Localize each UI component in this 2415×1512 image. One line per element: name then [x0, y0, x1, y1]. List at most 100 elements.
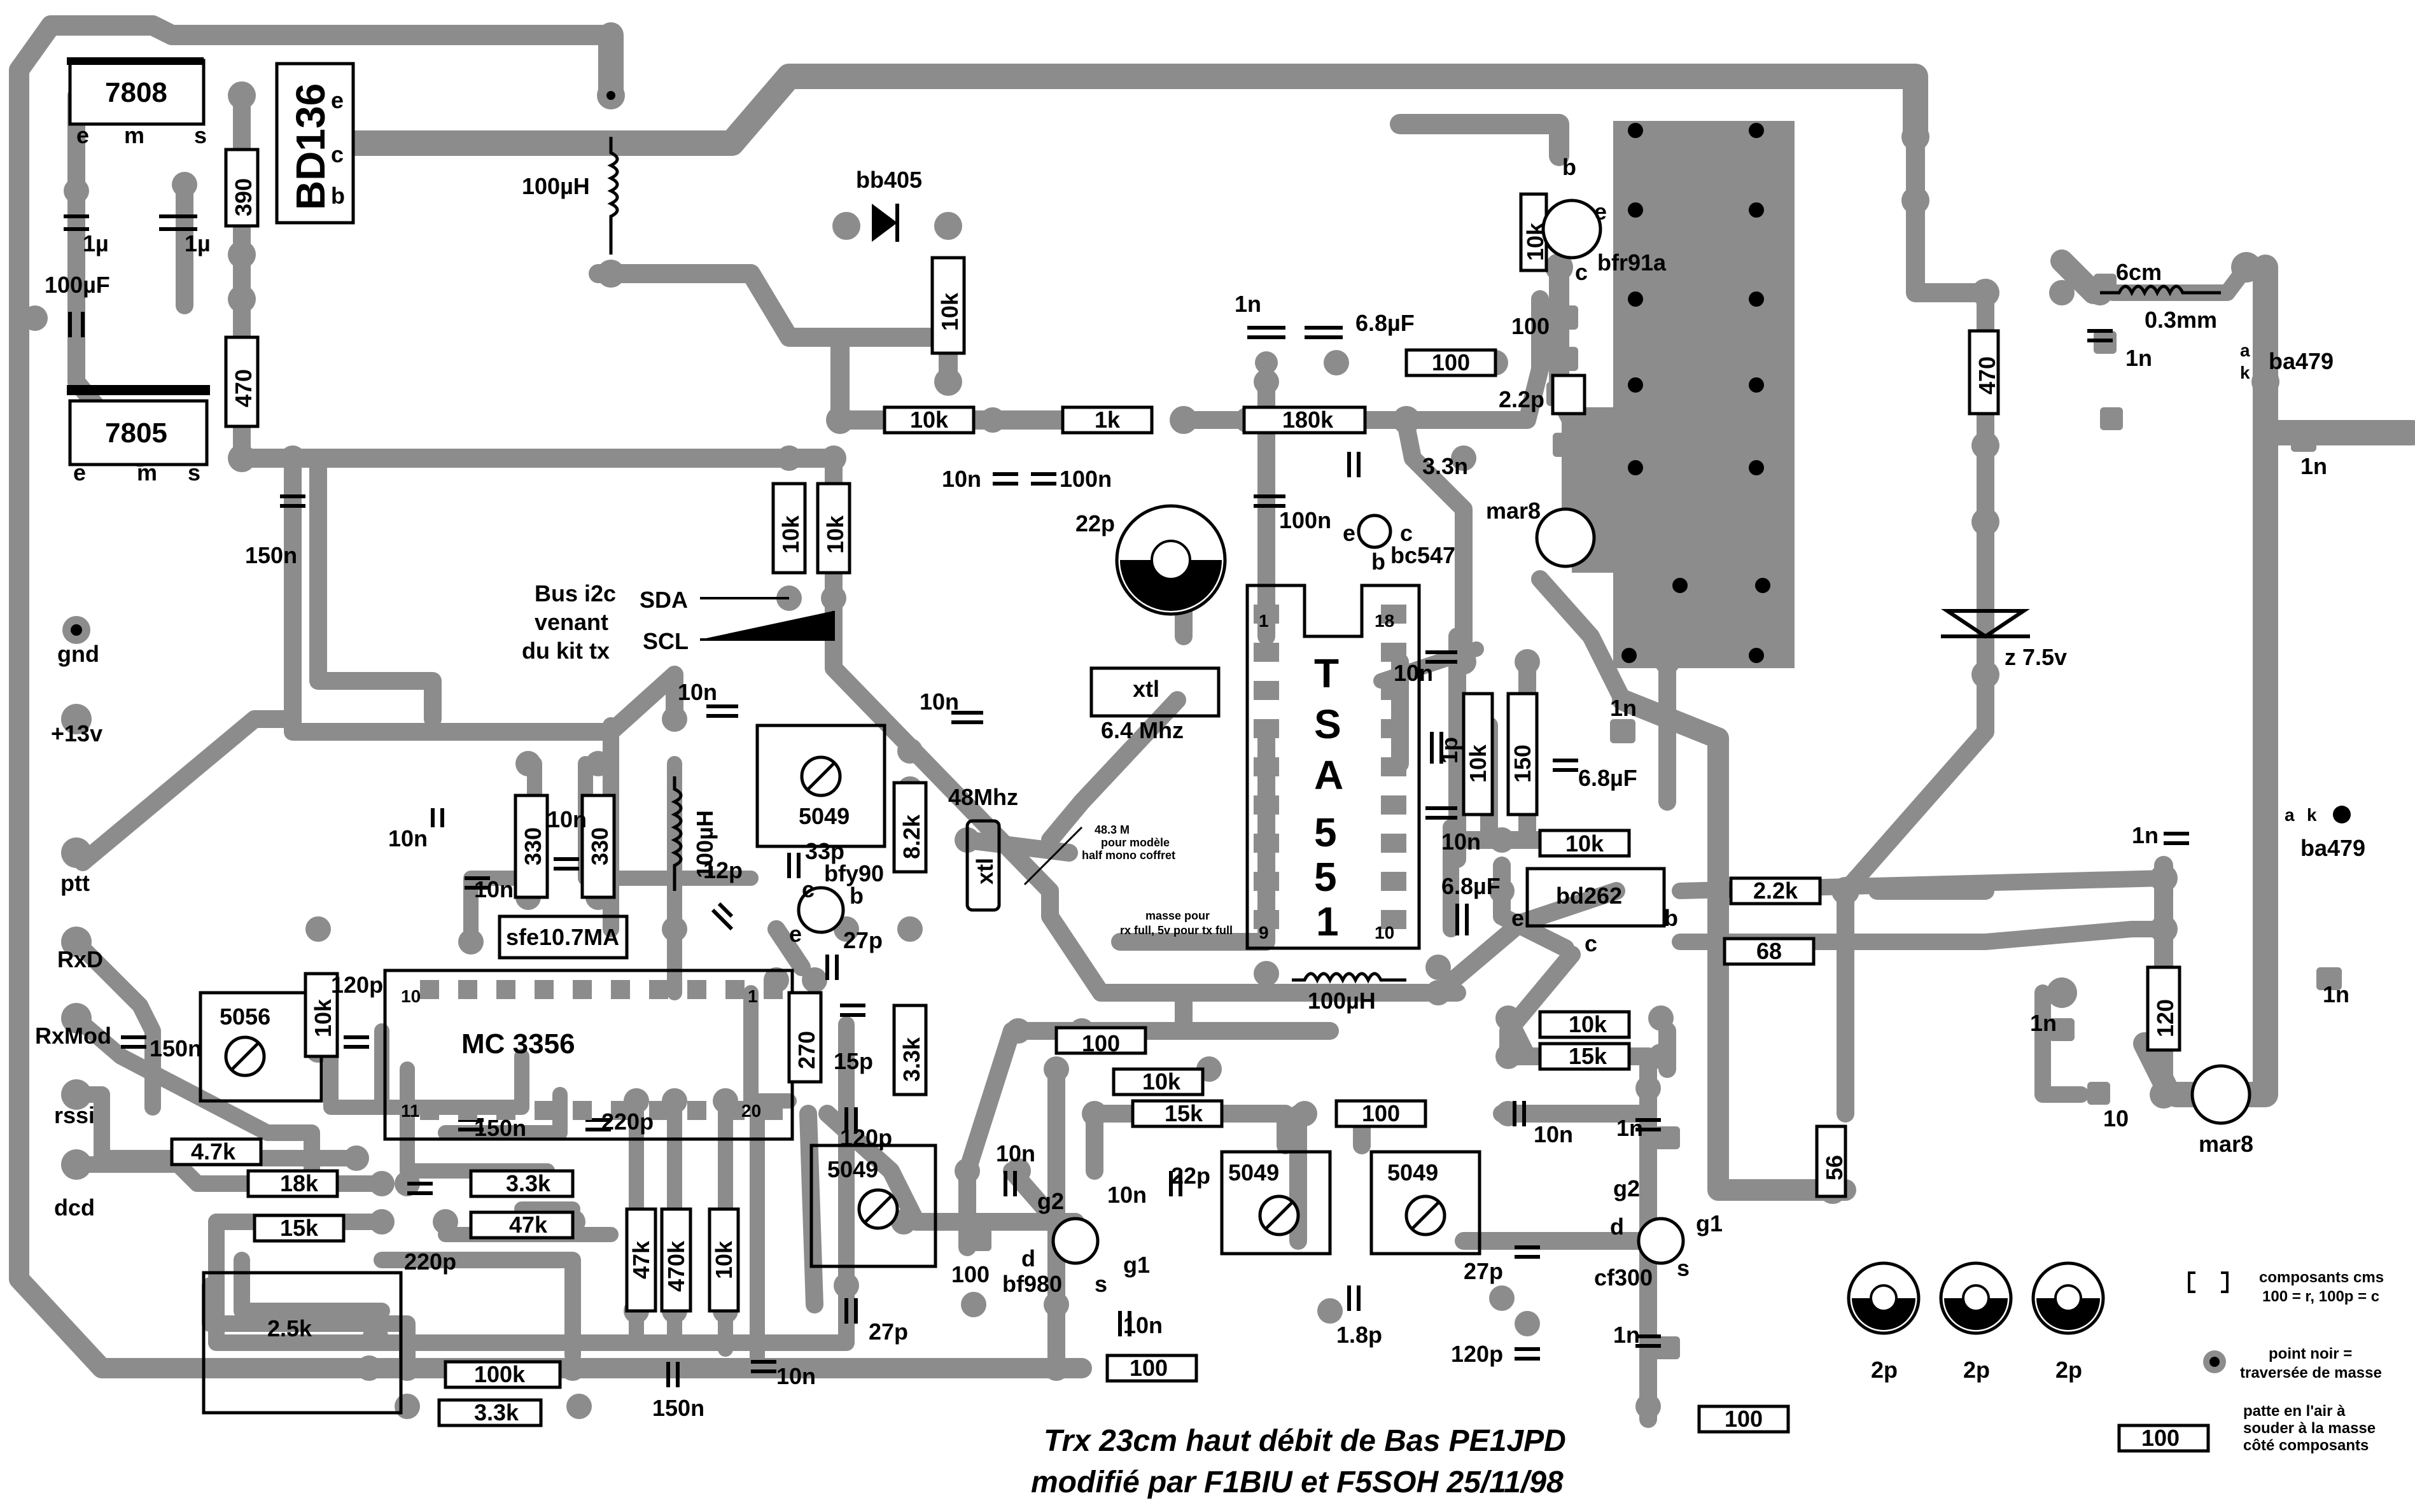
label-bf980: bf980	[1002, 1271, 1062, 1297]
label-r100k: 100k	[474, 1361, 526, 1387]
label-bfr-c: c	[1575, 259, 1588, 285]
label-c22p-b: 22p	[1171, 1163, 1210, 1189]
label-r100-a: 100	[1432, 349, 1470, 375]
label-c68uf-b: 6.8µF	[1578, 765, 1637, 791]
label-r180k: 180k	[1282, 407, 1334, 433]
mar8-a-body	[1535, 507, 1596, 568]
label-c1n-g: 1n	[2132, 822, 2159, 848]
sfe-body	[498, 914, 629, 960]
label-g2-a: g2	[1037, 1188, 1064, 1214]
label-c10n-c: 10n	[1441, 829, 1481, 855]
label-bfy-b: b	[850, 883, 864, 909]
label-c120p-b: 120p	[331, 972, 383, 998]
label-c220p-b: 220p	[404, 1249, 456, 1275]
bf980-body	[1051, 1217, 1100, 1265]
label-tsa-pin18: 18	[1375, 611, 1394, 631]
label-bfr-b: b	[1562, 154, 1576, 180]
label-r10k-5056: 10k	[310, 998, 336, 1037]
label-r10k-h3: 10k	[1142, 1068, 1181, 1095]
label-c1n-i: 1n	[2323, 981, 2349, 1007]
label-c1n-d: 1n	[1610, 695, 1637, 721]
cf300-body	[1637, 1217, 1685, 1265]
label-c2p-a: 2p	[1871, 1357, 1898, 1383]
board-title-line2: modifié par F1BIU et F5SOH 25/11/98	[1031, 1466, 1564, 1499]
label-bc-c: c	[1400, 520, 1413, 546]
label-r25k: 2.5k	[267, 1315, 312, 1341]
label-tsa-a: A	[1314, 752, 1343, 798]
label-c33n: 3.3n	[1422, 453, 1468, 479]
label-note-48c: half mono coffret	[1082, 849, 1175, 862]
label-mar8-b: mar8	[2199, 1131, 2253, 1157]
trimmer-5049-a-body	[755, 724, 886, 848]
label-bd136-c: c	[331, 141, 344, 167]
label-r10k-sda2: 10k	[822, 515, 848, 554]
label-l100uh-mid: 100µH	[692, 810, 718, 878]
label-s-b: s	[1677, 1255, 1690, 1281]
label-r120: 120	[2152, 999, 2178, 1037]
label-tsa-pin10: 10	[1375, 923, 1394, 942]
label-bd136-b: b	[331, 183, 345, 209]
label-note-masse2: rx full, 5v pour tx full	[1120, 924, 1233, 937]
board-title-line1: Trx 23cm haut débit de Bas PE1JPD	[1044, 1424, 1566, 1458]
trimmer-cap-2p-a	[1847, 1261, 1921, 1335]
label-bd136-e: e	[331, 87, 344, 113]
label-rxmod: RxMod	[35, 1023, 111, 1049]
pads	[22, 81, 2351, 1451]
trimmer-cap-22p	[1115, 504, 1227, 616]
label-r33k-c: 3.3k	[474, 1399, 519, 1425]
label-mc-pin20: 20	[741, 1101, 761, 1121]
label-7805-e: e	[73, 459, 86, 486]
label-r10k-h2: 10k	[1565, 830, 1604, 857]
label-ba479-a: ba479	[2269, 348, 2334, 374]
label-c100-pad: 100	[1511, 313, 1550, 339]
label-g2-b: g2	[1613, 1175, 1640, 1201]
tsa5511-body	[1245, 584, 1421, 950]
label-c100-b: 100	[951, 1261, 990, 1287]
label-tr5056: 5056	[220, 1004, 270, 1030]
label-tsa-5a: 5	[1314, 809, 1337, 855]
label-l100uh-bot: 100µH	[1308, 988, 1376, 1014]
bd136-body	[275, 62, 355, 225]
label-7805-m: m	[137, 459, 157, 486]
label-rxd: RxD	[57, 946, 103, 972]
label-bc547: bc547	[1390, 542, 1455, 568]
trimmer-cap-2p-c	[2031, 1261, 2105, 1335]
label-g1-a: g1	[1123, 1252, 1150, 1278]
label-c10n-b: 10n	[1394, 660, 1433, 686]
label-diode-a: a	[2240, 340, 2250, 360]
label-r82k: 8.2k	[899, 814, 925, 859]
legend-cms-1: composants cms	[2259, 1269, 2384, 1286]
label-r10k-v2: 10k	[1465, 744, 1491, 783]
label-c27p-c: 27p	[1464, 1258, 1503, 1284]
label-r15k-c: 15k	[1569, 1043, 1607, 1069]
label-c15p: 15p	[834, 1048, 873, 1074]
trimmer-5049-b-body	[809, 1144, 937, 1268]
legend-patte-value: 100	[2141, 1425, 2180, 1451]
label-c1p: 1p	[1436, 737, 1462, 764]
bfr91a-body	[1541, 199, 1602, 260]
label-c68uf-c: 6.8µF	[1441, 873, 1501, 899]
label-tsa-t: T	[1314, 650, 1339, 696]
label-bd262-c: c	[1585, 930, 1597, 956]
label-xtl2: xtl	[972, 858, 998, 885]
label-r15k-a: 15k	[280, 1215, 319, 1241]
label-xtl: xtl	[1133, 676, 1159, 702]
label-c48mhz: 48Mhz	[948, 784, 1018, 810]
label-bc-b: b	[1371, 549, 1385, 575]
label-r100-b: 100	[1082, 1030, 1120, 1056]
mar8-b-body	[2190, 1064, 2251, 1125]
label-c27p-a: 27p	[843, 927, 883, 953]
label-c1n-b: 1n	[2125, 345, 2152, 371]
label-l03mm: 0.3mm	[2145, 307, 2217, 333]
legend-cms-2: 100 = r, 100p = c	[2262, 1288, 2379, 1305]
trimmer-5049-c-body	[1220, 1150, 1332, 1256]
label-d-b: d	[1610, 1214, 1624, 1240]
label-r150: 150	[1509, 745, 1536, 783]
label-c10n-g: 10n	[547, 806, 587, 832]
legend-patte-1: patte en l'air à	[2243, 1403, 2346, 1420]
label-g1-b: g1	[1696, 1210, 1723, 1236]
label-bd136: BD136	[288, 83, 333, 210]
label-mc3356: MC 3356	[461, 1028, 575, 1060]
label-tr5049-c: 5049	[1228, 1159, 1279, 1186]
ground-plane	[1572, 121, 1795, 668]
